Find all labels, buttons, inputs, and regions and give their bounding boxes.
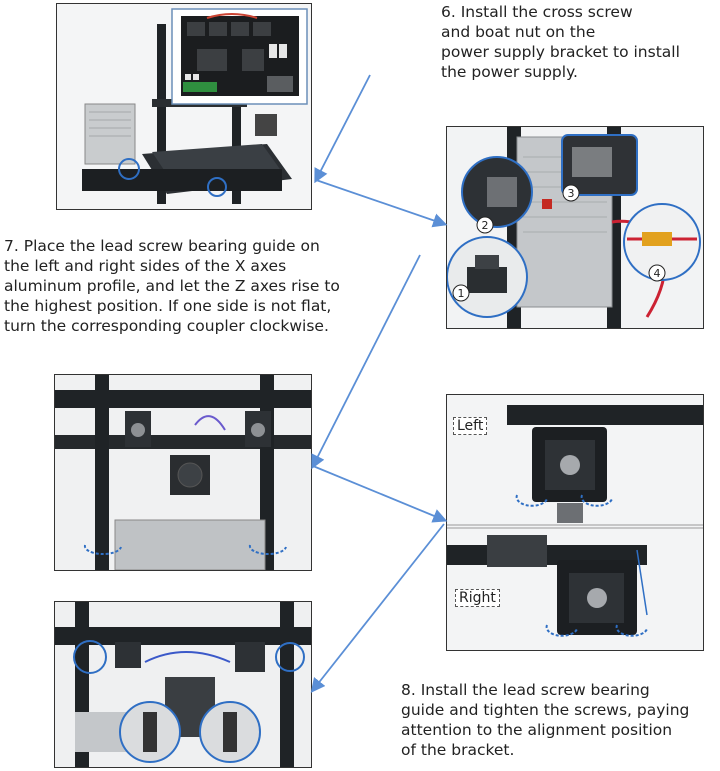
callout-4: 4 — [654, 267, 661, 280]
arrow-photo3-to-photo4 — [312, 465, 448, 523]
arrow-step6-to-photo1 — [314, 74, 371, 184]
photo-left-right-guides: Left Right — [446, 394, 704, 651]
arrow-photo1-to-photo2 — [315, 179, 448, 228]
callout-3: 3 — [568, 187, 575, 200]
callout-2: 2 — [482, 219, 489, 232]
callout-1: 1 — [458, 287, 465, 300]
photo-x-axis-bearing-guides — [54, 374, 312, 571]
photo-power-supply-install: 1 2 3 4 — [446, 126, 704, 329]
photo-printer-overview — [56, 3, 312, 210]
arrow-photo4-to-photo5 — [310, 523, 445, 693]
step-6-instruction: 6. Install the cross screw and boat nut … — [441, 3, 680, 81]
step-7-instruction: 7. Place the lead screw bearing guide on… — [4, 237, 340, 335]
right-label: Right — [455, 589, 500, 607]
photo-z-axis-lead-screws — [54, 601, 312, 768]
left-label: Left — [453, 417, 488, 435]
step-8-instruction: 8. Install the lead screw bearing guide … — [401, 681, 690, 759]
